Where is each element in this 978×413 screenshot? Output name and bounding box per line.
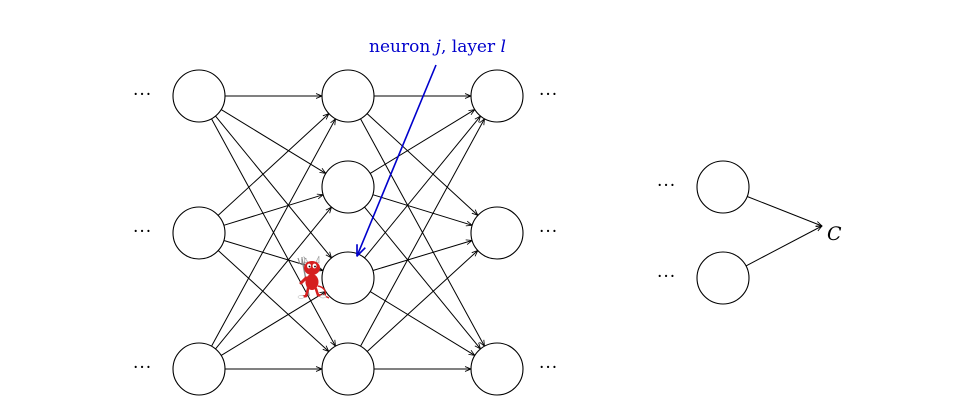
edge-in0-mid1: [220, 109, 326, 174]
edge-mid2-out1: [372, 241, 472, 271]
ellipsis-final-bottom: ···: [657, 267, 676, 287]
edge-mid3-out1: [366, 251, 478, 352]
annotation-label: neuron j, layer l: [369, 37, 506, 57]
annotation-prefix: neuron: [369, 37, 436, 57]
neuron-mid-3: [321, 342, 375, 396]
edge-final1-cost: [745, 226, 822, 267]
edge-in2-mid2: [220, 292, 326, 356]
annotation-arrow: [357, 64, 437, 256]
edge-in1-mid3: [217, 250, 329, 352]
edge-mid1-out1: [372, 194, 472, 226]
edge-mid1-out0: [369, 110, 475, 174]
neuron-out-0: [470, 69, 524, 123]
edge-in2-mid0: [211, 119, 336, 347]
edge-mid2-out0: [364, 116, 481, 259]
neuron-in-1: [172, 206, 226, 260]
ellipsis-input-bottom: ···: [133, 358, 152, 378]
ellipsis-group: ··· ··· ··· ··· ··· ··· ··· ···: [133, 85, 676, 378]
neuron-in-2: [172, 342, 226, 396]
ellipsis-final-top: ···: [657, 176, 676, 196]
ellipsis-output-bottom: ···: [539, 358, 558, 378]
neuron-nodes: [172, 69, 750, 396]
annotation-l: l: [501, 37, 506, 57]
neuron-fin-1: [696, 251, 750, 305]
neuron-mid-1: [321, 160, 375, 214]
annotation-middle: , layer: [441, 37, 501, 57]
annotation-j: j: [432, 37, 442, 57]
edge-in1-mid0: [217, 114, 329, 216]
cost-label: C: [827, 223, 842, 245]
edge-final0-cost: [747, 196, 822, 227]
neuron-mid-0: [321, 69, 375, 123]
edge-mid0-out1: [366, 113, 478, 216]
edge-in0-mid2: [215, 115, 332, 258]
edge-mid2-out2: [369, 291, 475, 356]
neuron-out-2: [470, 342, 524, 396]
edge-in1-mid1: [223, 195, 323, 226]
edge-in2-mid1: [215, 207, 332, 350]
edge-mid3-out0: [360, 119, 485, 347]
ellipsis-input-top: ···: [133, 85, 152, 105]
bsd-daemon-icon: [297, 255, 330, 299]
neuron-mid-2: [321, 251, 375, 305]
edge-mid1-out2: [364, 206, 481, 349]
neuron-fin-0: [696, 160, 750, 214]
neuron-out-1: [470, 206, 524, 260]
ellipsis-input-middle: ···: [133, 222, 152, 242]
ellipsis-output-top: ···: [539, 85, 558, 105]
neuron-in-0: [172, 69, 226, 123]
ellipsis-output-middle: ···: [539, 222, 558, 242]
